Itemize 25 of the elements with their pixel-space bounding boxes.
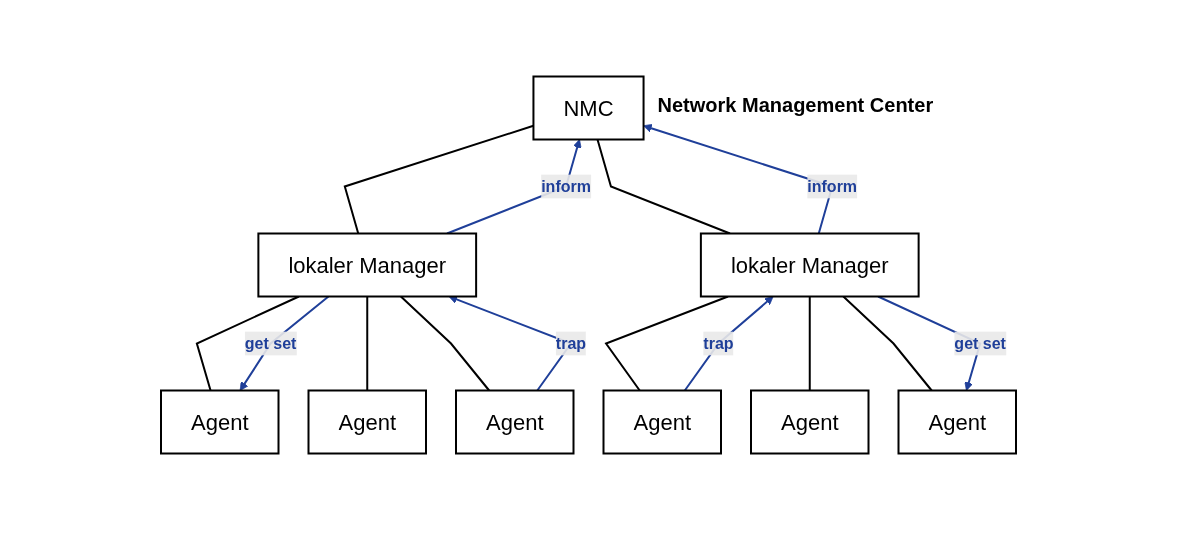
node-box: Agent [307, 389, 427, 455]
connector [842, 295, 933, 392]
node-box: Agent [160, 389, 280, 455]
node-box: Agent [602, 389, 722, 455]
connector [596, 138, 731, 235]
edge-label: trap [555, 334, 587, 352]
arrow [239, 295, 330, 391]
node-caption: Network Management Center [657, 94, 934, 117]
edge-label: inform [807, 177, 858, 195]
node-box: Agent [455, 389, 575, 455]
edge-label: inform [541, 177, 591, 195]
edge-label: get set [954, 334, 1006, 352]
arrow [683, 296, 774, 392]
node-box: lokaler Manager [699, 232, 920, 298]
connector [808, 295, 811, 392]
connector [195, 295, 300, 392]
node-box: Agent [750, 389, 870, 455]
node-box: NMC [532, 75, 645, 141]
connector [399, 295, 491, 392]
edge-label: get set [244, 334, 297, 352]
connector [366, 295, 369, 392]
edge-label: trap [703, 334, 734, 352]
node-box: Agent [897, 389, 1017, 455]
node-box: lokaler Manager [257, 232, 478, 298]
connector [604, 295, 729, 392]
